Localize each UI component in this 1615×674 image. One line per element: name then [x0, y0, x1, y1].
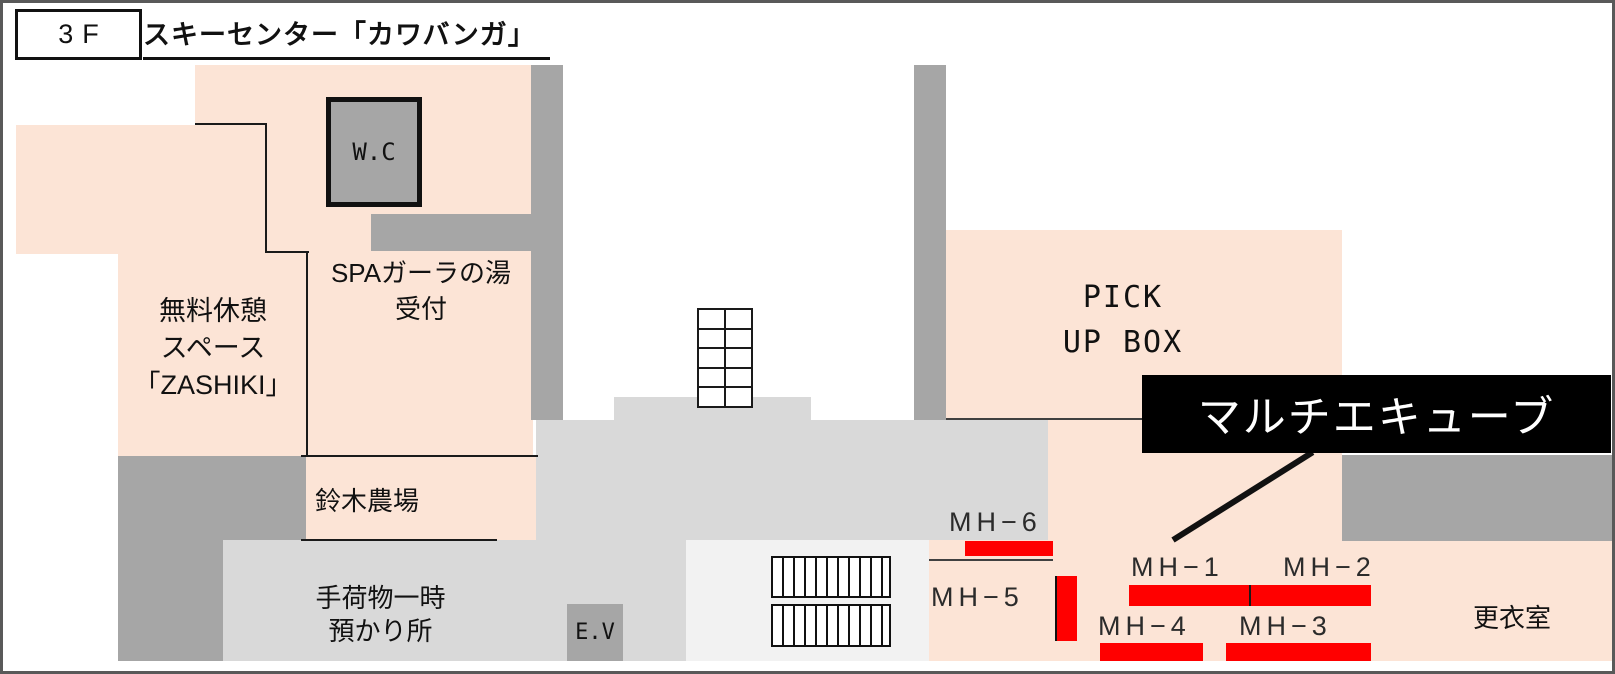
- suzuki-farm-label: 鈴木農場: [315, 486, 420, 516]
- upper-left-room-area: [16, 125, 266, 254]
- elevator-shaft-grid-icon: [697, 308, 753, 408]
- wall-mid-block: [118, 456, 306, 540]
- wall-right-strip: [914, 65, 946, 420]
- elevator-box: E.V: [567, 604, 623, 661]
- marker-bar-mh1: [1129, 585, 1249, 606]
- wall-line: [265, 123, 267, 253]
- marker-label-mh3: MH−3: [1239, 611, 1332, 641]
- floor-indicator: 3F: [15, 9, 142, 60]
- wc-room-box: W.C: [326, 97, 422, 207]
- floor-raised-strip: [614, 397, 811, 420]
- suzuki-farm-area: [306, 456, 536, 540]
- wall-line: [301, 455, 538, 457]
- wall-left-column: [118, 540, 223, 661]
- rest-space-area: [118, 254, 308, 456]
- marker-bar-mh6: [965, 541, 1053, 556]
- spa-reception-label: SPAガーラの湯 受付: [330, 258, 512, 324]
- rest-space-label: 無料休憩 スペース 「ZASHIKI」: [133, 296, 293, 400]
- changing-room-label: 更衣室: [1473, 603, 1552, 633]
- elevator-label: E.V: [575, 620, 615, 645]
- baggage-storage-label: 手荷物一時 預かり所: [315, 583, 446, 646]
- marker-label-mh1: MH−1: [1131, 552, 1224, 582]
- marker-label-mh5: MH−5: [931, 582, 1024, 612]
- marker-bar-mh4: [1100, 643, 1203, 661]
- stairs-upper-icon: [771, 556, 891, 598]
- floor-main-plaza: [536, 420, 1048, 540]
- wall-left-strip: [531, 65, 563, 420]
- floor-indicator-label: 3F: [58, 19, 108, 49]
- marker-bar-mh5: [1055, 576, 1077, 641]
- wall-line: [929, 559, 1053, 561]
- wall-line: [946, 418, 1142, 420]
- marker-bar-mh3: [1226, 643, 1371, 661]
- wall-line: [301, 539, 497, 541]
- marker-label-mh4: MH−4: [1098, 611, 1191, 641]
- wall-line: [195, 123, 266, 125]
- marker-bar-mh2: [1251, 585, 1371, 606]
- marker-label-mh2: MH−2: [1283, 552, 1376, 582]
- multicube-callout: マルチエキューブ: [1142, 375, 1611, 453]
- wall-arm: [371, 214, 531, 251]
- marker-label-mh6: MH−6: [949, 507, 1042, 537]
- wc-label: W.C: [352, 138, 396, 166]
- wall-line: [265, 251, 309, 253]
- wall-line: [306, 251, 308, 457]
- pickup-box-label: PICK UP BOX: [1062, 280, 1184, 360]
- wall-right-block: [1342, 455, 1612, 541]
- multicube-callout-label: マルチエキューブ: [1197, 394, 1556, 442]
- page-title: スキーセンター「カワバンガ」: [143, 13, 550, 60]
- marker-divider-line: [1249, 585, 1251, 606]
- stairs-lower-icon: [771, 604, 891, 647]
